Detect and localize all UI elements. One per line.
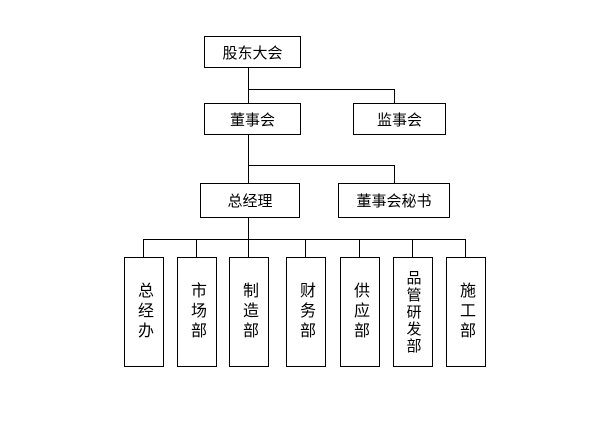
department-box: 财务部 <box>286 257 326 367</box>
department-label: 品管研发部 <box>404 269 423 355</box>
connector-line <box>248 217 249 239</box>
connector-line <box>143 239 466 240</box>
connector-line <box>248 67 249 103</box>
department-box: 品管研发部 <box>393 257 433 367</box>
board-of-supervisors-box: 监事会 <box>353 103 446 135</box>
department-box: 市场部 <box>177 257 217 367</box>
department-box: 施工部 <box>446 257 486 367</box>
connector-line <box>394 89 395 103</box>
connector-line <box>412 239 413 257</box>
board-of-directors-box: 董事会 <box>204 103 301 135</box>
department-label: 制造部 <box>240 282 259 342</box>
connector-line <box>248 89 395 90</box>
connector-line <box>359 239 360 257</box>
general-manager-box: 总经理 <box>200 183 300 218</box>
board-secretary-label: 董事会秘书 <box>356 192 432 210</box>
department-box: 供应部 <box>340 257 380 367</box>
connector-line <box>196 239 197 257</box>
connector-line <box>248 134 249 183</box>
connector-line <box>143 239 144 257</box>
board-secretary-box: 董事会秘书 <box>338 183 450 218</box>
department-label: 施工部 <box>457 282 476 342</box>
department-label: 财务部 <box>297 282 316 342</box>
connector-line <box>248 239 249 257</box>
connector-line <box>394 165 395 183</box>
department-box: 总经办 <box>124 257 164 367</box>
board-of-directors-label: 董事会 <box>229 110 275 129</box>
general-manager-label: 总经理 <box>227 192 273 210</box>
shareholders-meeting-label: 股东大会 <box>222 43 283 62</box>
connector-line <box>248 165 395 166</box>
connector-line <box>305 239 306 257</box>
department-box: 制造部 <box>229 257 269 367</box>
shareholders-meeting-box: 股东大会 <box>204 36 301 68</box>
board-of-supervisors-label: 监事会 <box>376 110 422 129</box>
department-label: 总经办 <box>135 282 154 342</box>
connector-line <box>465 239 466 257</box>
department-label: 市场部 <box>188 282 207 342</box>
department-label: 供应部 <box>351 282 370 342</box>
